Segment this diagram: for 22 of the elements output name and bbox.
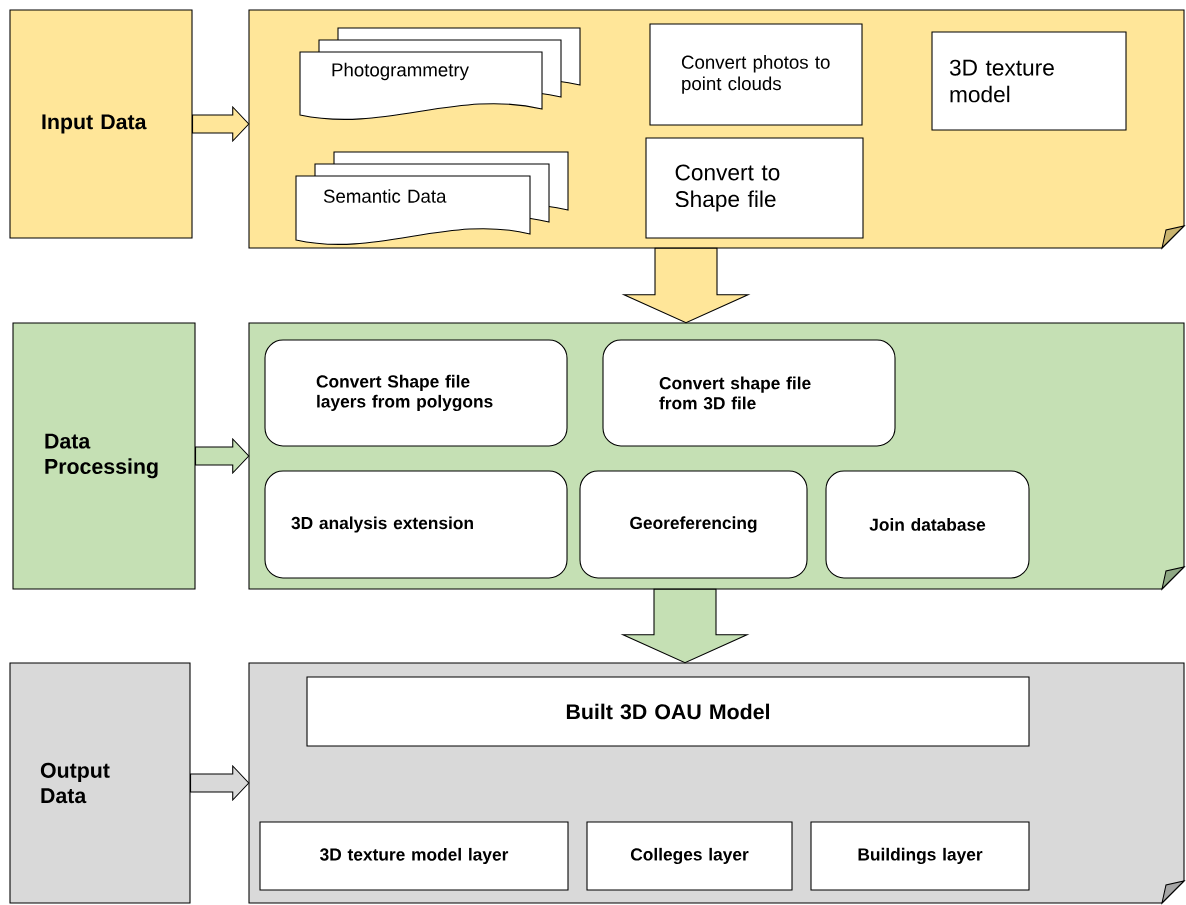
process-box: Colleges layer [586, 821, 793, 891]
process-box: Built 3D OAU Model [306, 676, 1030, 747]
process-box: Convert Shape file layers from polygons [264, 339, 568, 447]
stage-box: Data Processing [12, 322, 196, 590]
process-box: Buildings layer [810, 821, 1030, 891]
stage-box: Output Data [9, 662, 191, 904]
process-box: Convert to Shape file [645, 137, 864, 239]
process-box: Convert photos to point clouds [649, 23, 863, 126]
process-box: 3D analysis extension [264, 470, 568, 579]
stage-box: Input Data [9, 9, 193, 239]
process-box: 3D texture model [931, 31, 1127, 131]
block-arrow [190, 764, 250, 802]
document-stack: Photogrammetry [299, 27, 581, 120]
process-box: Convert shape file from 3D file [602, 339, 896, 447]
block-arrow [621, 247, 751, 324]
block-arrow [620, 588, 750, 664]
process-box: Join database [825, 470, 1030, 579]
process-box: 3D texture model layer [259, 821, 569, 891]
block-arrow [192, 105, 250, 143]
document-stack: Semantic Data [295, 151, 569, 245]
process-box: Georeferencing [579, 470, 808, 579]
block-arrow [195, 437, 250, 475]
